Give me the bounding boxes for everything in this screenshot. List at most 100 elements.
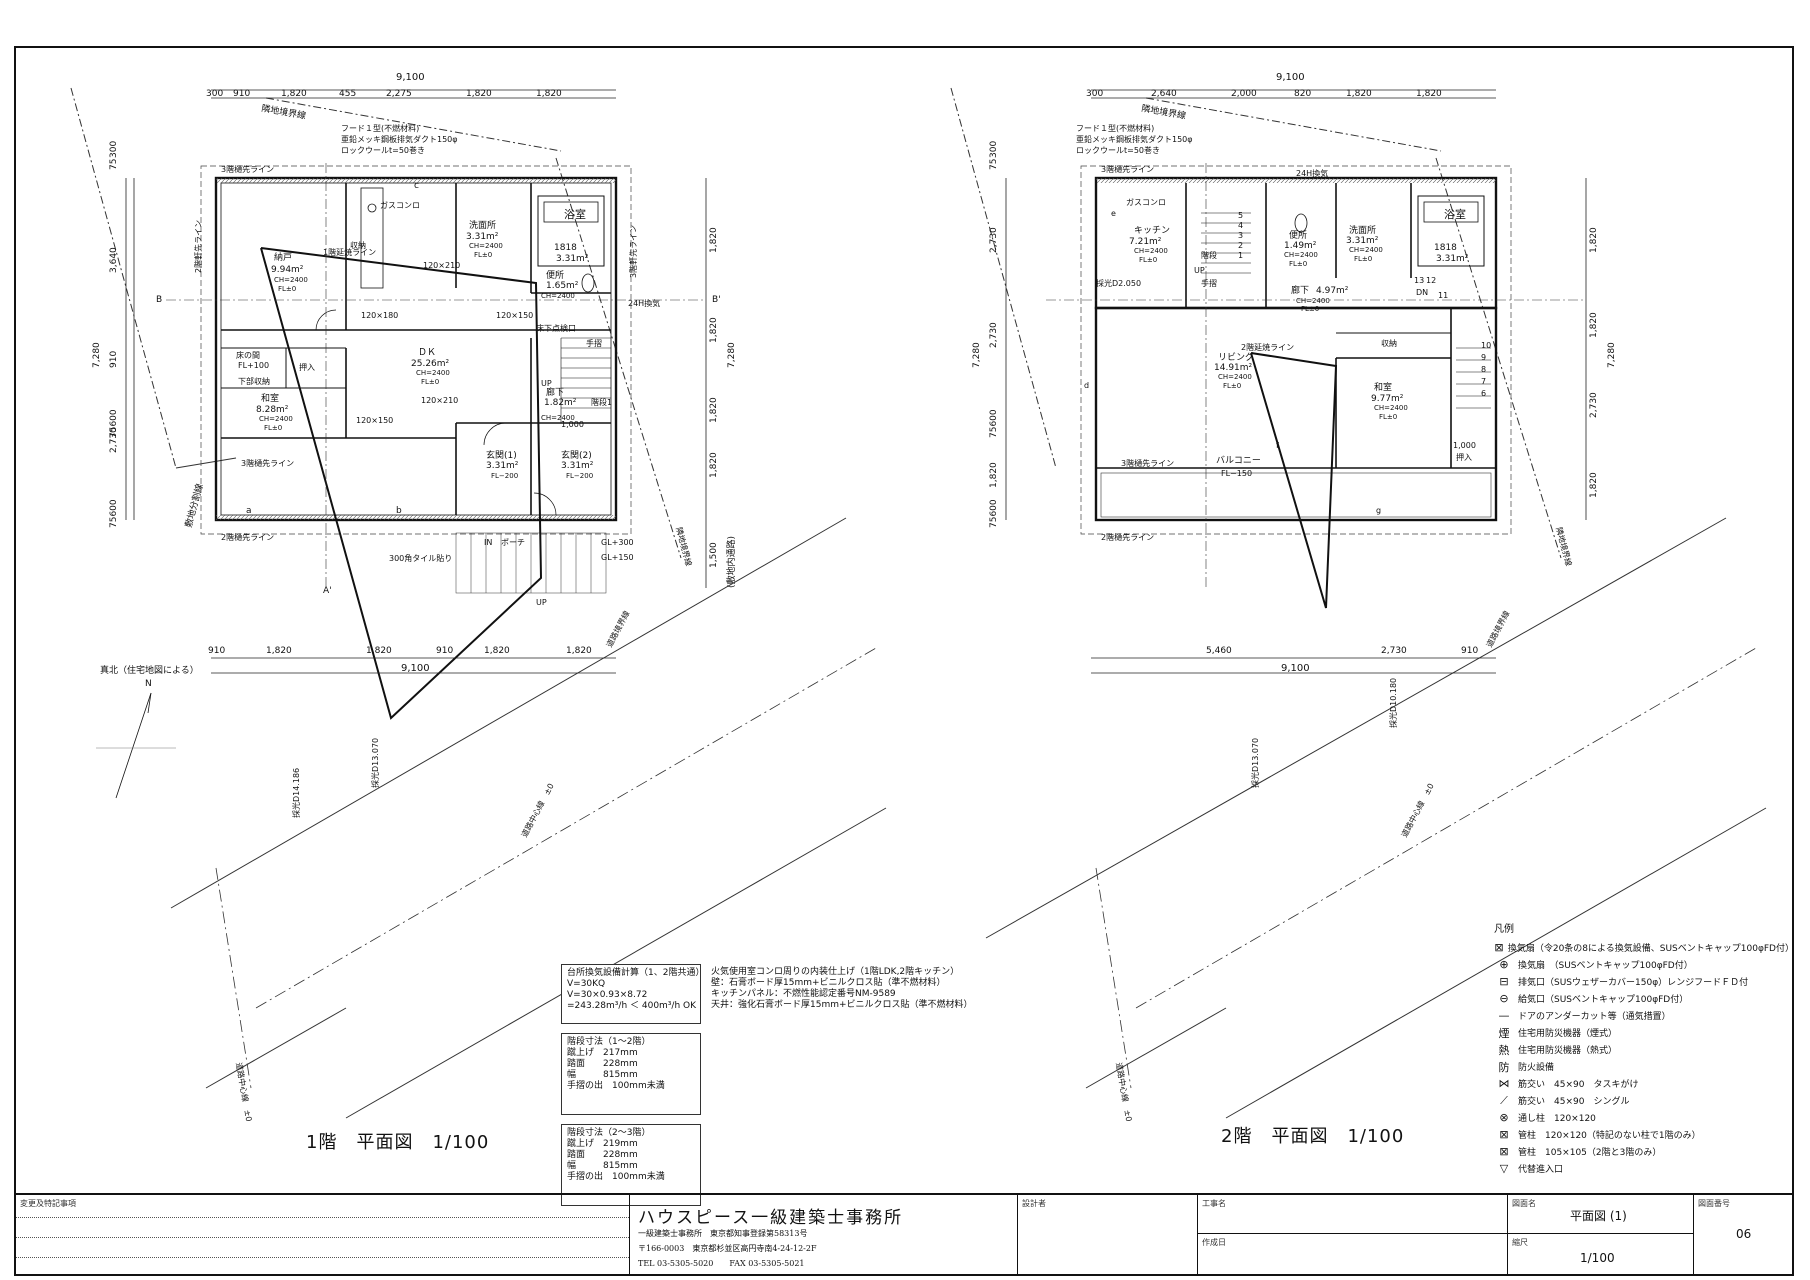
svg-text:b: b — [396, 506, 402, 516]
svg-text:1,820: 1,820 — [266, 646, 292, 656]
svg-text:採光D13.070: 採光D13.070 — [370, 738, 380, 788]
svg-text:a: a — [246, 506, 252, 516]
svg-text:CH=2400: CH=2400 — [541, 414, 575, 422]
svg-text:CH=2400: CH=2400 — [274, 276, 308, 284]
brace-double-icon: ⋈ — [1498, 1077, 1510, 1090]
svg-text:12: 12 — [1426, 276, 1436, 285]
through-column-icon: ⊗ — [1499, 1111, 1509, 1124]
svg-text:2,640: 2,640 — [1151, 89, 1177, 99]
svg-text:玄関(2): 玄関(2) — [561, 449, 592, 461]
svg-text:11: 11 — [1438, 291, 1448, 300]
svg-text:UP: UP — [541, 379, 552, 388]
svg-text:1818: 1818 — [1434, 243, 1457, 253]
svg-text:B: B — [156, 295, 162, 305]
svg-text:1,820: 1,820 — [1589, 227, 1599, 253]
legend-item: ⊕換気扇 （SUSベントキャップ100φFD付） — [1494, 956, 1794, 973]
legend-item: —ドアのアンダーカット等（通気措置） — [1494, 1007, 1794, 1024]
svg-text:3.31m²: 3.31m² — [1436, 254, 1469, 264]
svg-text:820: 820 — [1294, 89, 1311, 99]
svg-text:2,275: 2,275 — [386, 89, 412, 99]
f1-total-width-top: 9,100 — [396, 72, 425, 83]
svg-text:道路中心線 ±0: 道路中心線 ±0 — [234, 1062, 254, 1123]
svg-text:押入: 押入 — [299, 362, 315, 372]
svg-text:1: 1 — [1238, 251, 1243, 260]
svg-text:CH=2400: CH=2400 — [469, 242, 503, 250]
office-name: ハウスピース一級建築士事務所 — [638, 1208, 904, 1228]
svg-text:910: 910 — [109, 351, 119, 368]
svg-text:75600: 75600 — [109, 409, 119, 438]
column-1f-icon: ⊠ — [1499, 1128, 1509, 1141]
legend-item: 煙住宅用防災機器（煙式） — [1494, 1024, 1794, 1041]
svg-text:採光D14.186: 採光D14.186 — [291, 768, 301, 818]
svg-text:1.49m²: 1.49m² — [1284, 241, 1317, 251]
svg-text:FL−200: FL−200 — [491, 472, 518, 480]
floor1-caption: 1階 平面図 1/100 — [306, 1132, 490, 1153]
legend-item: ⊗通し柱 120×120 — [1494, 1109, 1794, 1126]
svg-text:玄関(1): 玄関(1) — [486, 449, 517, 461]
svg-text:120×210: 120×210 — [423, 261, 460, 270]
svg-text:1,820: 1,820 — [709, 397, 719, 423]
svg-text:1,000: 1,000 — [1453, 441, 1476, 450]
stairs-2-3-note: 階段寸法（2〜3階） 蹴上げ 219mm 踏面 228mm 幅 815mm 手摺… — [561, 1124, 701, 1206]
svg-text:道路中心線 ±0: 道路中心線 ±0 — [1399, 781, 1436, 838]
svg-text:910: 910 — [208, 646, 225, 656]
svg-text:道路中心線 ±0: 道路中心線 ±0 — [1114, 1062, 1134, 1123]
title-block: 変更及特記事項 ハウスピース一級建築士事務所 一級建築士事務所 東京都知事登録第… — [16, 1193, 1792, 1276]
legend-item: 防防火設備 — [1494, 1058, 1794, 1075]
svg-text:押入: 押入 — [1456, 452, 1472, 462]
svg-text:300角タイル貼り: 300角タイル貼り — [389, 553, 452, 563]
svg-text:7.21m²: 7.21m² — [1129, 237, 1162, 247]
legend-item: ▽代替進入口 — [1494, 1160, 1794, 1177]
svg-text:納戸: 納戸 — [274, 251, 292, 263]
svg-text:1.65m²: 1.65m² — [546, 281, 579, 291]
svg-text:1,820: 1,820 — [366, 646, 392, 656]
svg-text:階段1: 階段1 — [591, 397, 612, 407]
svg-text:8.28m²: 8.28m² — [256, 405, 289, 415]
svg-text:FL±0: FL±0 — [474, 251, 492, 259]
svg-text:CH=2400: CH=2400 — [541, 292, 575, 300]
svg-text:A': A' — [323, 586, 332, 596]
legend-item: ⊟排気口（SUSウェザーカバー150φ）レンジフードＦＤ付 — [1494, 973, 1794, 990]
legend-item: ⊠管柱 120×120（特記のない柱で1階のみ） — [1494, 1126, 1794, 1143]
floor-plans-svg: 9,100 300 910 1,820 455 2,275 1,820 1,82… — [70, 72, 1767, 1123]
svg-text:24H換気: 24H換気 — [1296, 168, 1328, 178]
svg-text:採光D10.180: 採光D10.180 — [1388, 678, 1398, 728]
svg-text:道路中心線 ±0: 道路中心線 ±0 — [519, 781, 556, 838]
svg-text:和室: 和室 — [1374, 381, 1392, 393]
svg-text:1,820: 1,820 — [1589, 472, 1599, 498]
svg-text:UP: UP — [1194, 266, 1205, 275]
legend-item: ⊠管柱 105×105（2階と3階のみ） — [1494, 1143, 1794, 1160]
svg-text:キッチン: キッチン — [1134, 225, 1170, 236]
svg-text:75: 75 — [989, 159, 999, 170]
svg-text:25.26m²: 25.26m² — [411, 359, 450, 369]
svg-text:道路境界線: 道路境界線 — [1484, 609, 1512, 649]
svg-text:手摺: 手摺 — [1201, 278, 1217, 288]
drawing-sheet: 9,100 300 910 1,820 455 2,275 1,820 1,82… — [14, 46, 1794, 1276]
svg-text:7,280: 7,280 — [92, 342, 102, 368]
svg-text:B': B' — [712, 295, 721, 305]
svg-text:1,000: 1,000 — [561, 420, 584, 429]
svg-text:1,820: 1,820 — [466, 89, 492, 99]
svg-text:FL±0: FL±0 — [1354, 255, 1372, 263]
undercut-icon: — — [1498, 1009, 1510, 1022]
svg-text:120×150: 120×150 — [356, 416, 393, 425]
svg-text:120×210: 120×210 — [421, 396, 458, 405]
svg-text:300: 300 — [1086, 89, 1103, 99]
svg-text:2,730: 2,730 — [109, 427, 119, 453]
svg-text:c: c — [414, 181, 419, 191]
legend: 凡例 ⊠換気扇（令20条の8による換気設備、SUSベントキャップ100φFD付）… — [1494, 920, 1794, 1177]
designer-cell: 設計者 — [1018, 1195, 1198, 1276]
true-north-label: 真北（住宅地図による） — [100, 664, 199, 676]
svg-text:1,820: 1,820 — [281, 89, 307, 99]
svg-text:廊下: 廊下 — [546, 386, 564, 398]
svg-text:75600: 75600 — [989, 409, 999, 438]
svg-text:7: 7 — [1481, 377, 1486, 386]
exhaust-icon: ⊟ — [1499, 975, 1509, 988]
fan-square-icon: ⊠ — [1494, 941, 1504, 954]
svg-text:CH=2400: CH=2400 — [1349, 246, 1383, 254]
office-cell: ハウスピース一級建築士事務所 一級建築士事務所 東京都知事登録第58313号 〒… — [630, 1195, 1018, 1276]
floor2-caption: 2階 平面図 1/100 — [1221, 1126, 1405, 1147]
svg-text:(敷地内通路): (敷地内通路) — [725, 536, 737, 588]
svg-text:リビング: リビング — [1218, 351, 1254, 363]
svg-text:1,500: 1,500 — [709, 542, 719, 568]
